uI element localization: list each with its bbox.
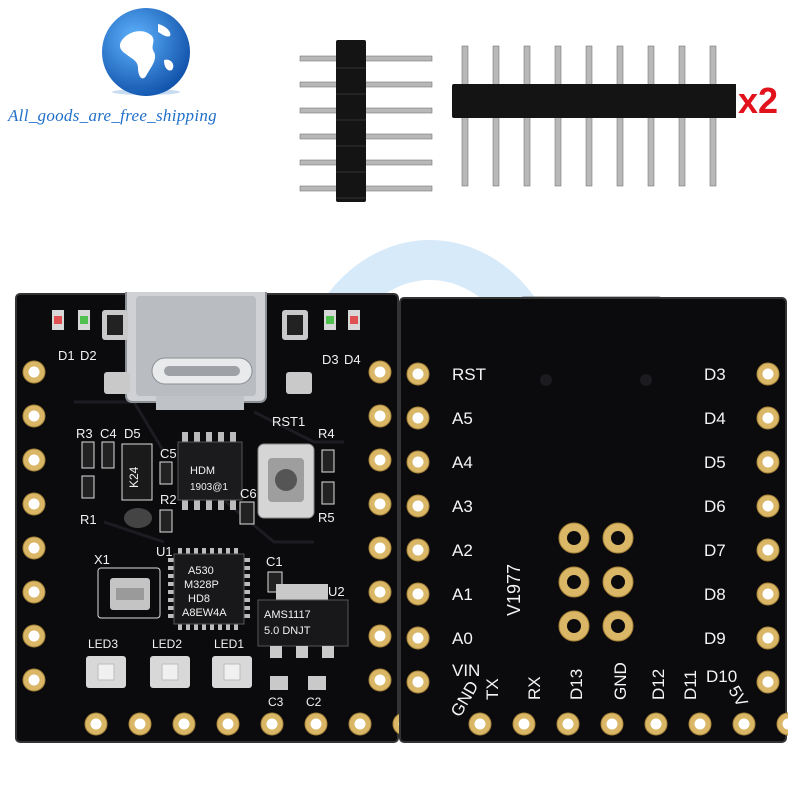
quantity-multiplier: x2	[738, 80, 779, 121]
led-3	[86, 656, 126, 688]
label-u1: U1	[156, 544, 173, 559]
mcu-marking-3: HD8	[188, 593, 210, 605]
label-d1: D1	[58, 348, 75, 363]
pin-label-right-3: D6	[704, 497, 726, 516]
regulator-marking-2: 5.0 DNJT	[264, 625, 311, 637]
pin-label-left-2: A4	[452, 453, 473, 472]
voltage-regulator: AMS1117 5.0 DNJT	[257, 584, 349, 658]
label-c3: C3	[268, 695, 284, 709]
pin-label-bottom-3: D13	[567, 669, 586, 700]
board-id: V1977	[504, 564, 524, 616]
label-d5: D5	[124, 426, 141, 441]
led-1	[212, 656, 252, 688]
label-c1: C1	[266, 554, 283, 569]
label-led2: LED2	[152, 637, 182, 651]
pin-label-bottom-2: RX	[525, 676, 544, 700]
pin-label-right-6: D9	[704, 629, 726, 648]
reset-button[interactable]	[257, 443, 315, 519]
usb-serial-chip: HDM 1903@1	[177, 432, 243, 510]
pin-label-left-5: A1	[452, 585, 473, 604]
label-rst1: RST1	[272, 414, 305, 429]
pin-label-left-4: A2	[452, 541, 473, 560]
label-r1: R1	[80, 512, 97, 527]
long-pin-header	[450, 44, 737, 192]
board-back: V1977 RST A5 A4 A3 A2 A1 A0 VIN D3 D4 D5…	[398, 265, 800, 744]
crystal-oscillator	[97, 567, 161, 619]
mcu-chip: A530 M328P HD8 A8EW4A	[168, 548, 250, 630]
pin-label-left-1: A5	[452, 409, 473, 428]
icsp-header	[558, 522, 634, 642]
pin-label-right-0: D3	[704, 365, 726, 384]
mcu-marking-4: A8EW4A	[182, 607, 227, 619]
pin-label-left-7: VIN	[452, 661, 480, 680]
board-front: D1 D2 D3 D4 R3 C4 D5 C5 K24 R2 R1 HDM 19…	[14, 283, 416, 744]
label-r2: R2	[160, 492, 177, 507]
led-2	[150, 656, 190, 688]
usb-chip-marking-2: 1903@1	[190, 482, 228, 493]
label-c5: C5	[160, 446, 177, 461]
pin-label-left-3: A3	[452, 497, 473, 516]
label-u2: U2	[328, 584, 345, 599]
label-d3: D3	[322, 352, 339, 367]
pin-label-right-7: D10	[706, 667, 737, 686]
header-housing	[336, 40, 366, 202]
label-r4: R4	[318, 426, 335, 441]
pin-label-bottom-4: GND	[611, 662, 630, 700]
pin-label-right-2: D5	[704, 453, 726, 472]
label-x1: X1	[94, 552, 110, 567]
header-housing	[452, 84, 737, 118]
label-led1: LED1	[214, 637, 244, 651]
usb-c-connector	[125, 283, 267, 410]
mcu-marking-2: M328P	[184, 579, 219, 591]
shop-logo	[100, 6, 192, 98]
pin-label-right-4: D7	[704, 541, 726, 560]
short-pin-header	[296, 36, 436, 220]
label-led3: LED3	[88, 637, 118, 651]
label-d2: D2	[80, 348, 97, 363]
pin-label-left-0: RST	[452, 365, 486, 384]
usb-chip-marking-1: HDM	[190, 465, 215, 477]
label-r5: R5	[318, 510, 335, 525]
label-c2: C2	[306, 695, 322, 709]
label-d4: D4	[344, 352, 361, 367]
pin-label-bottom-1: TX	[483, 678, 502, 700]
label-r3: R3	[76, 426, 93, 441]
shop-name: All_goods_are_free_shipping	[8, 106, 217, 125]
pin-label-bottom-6: D11	[681, 670, 700, 700]
mcu-marking-1: A530	[188, 565, 214, 577]
globe-icon	[102, 8, 190, 96]
pin-label-right-1: D4	[704, 409, 726, 428]
label-c4: C4	[100, 426, 117, 441]
pin-label-bottom-5: D12	[649, 669, 668, 700]
regulator-marking-1: AMS1117	[264, 609, 311, 621]
pin-label-right-5: D8	[704, 585, 726, 604]
label-c6: C6	[240, 486, 257, 501]
pin-label-left-6: A0	[452, 629, 473, 648]
label-k24: K24	[127, 466, 141, 488]
